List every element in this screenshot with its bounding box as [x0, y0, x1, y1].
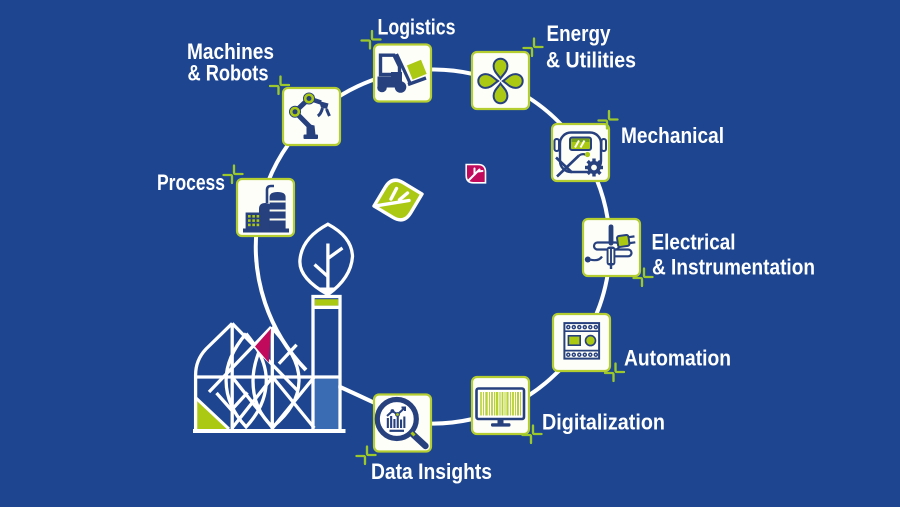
svg-text:& Utilities: & Utilities [546, 47, 636, 72]
svg-text:& Instrumentation: & Instrumentation [652, 254, 815, 279]
svg-text:& Robots: & Robots [188, 61, 269, 86]
svg-text:Logistics: Logistics [378, 15, 456, 40]
svg-text:Machines: Machines [187, 39, 274, 64]
svg-text:Electrical: Electrical [652, 230, 736, 255]
svg-text:Data Insights: Data Insights [371, 459, 492, 484]
svg-text:Process: Process [157, 170, 225, 195]
svg-text:Automation: Automation [624, 345, 731, 370]
svg-text:Digitalization: Digitalization [542, 410, 665, 435]
svg-text:Energy: Energy [547, 21, 612, 46]
svg-text:Mechanical: Mechanical [621, 123, 724, 148]
